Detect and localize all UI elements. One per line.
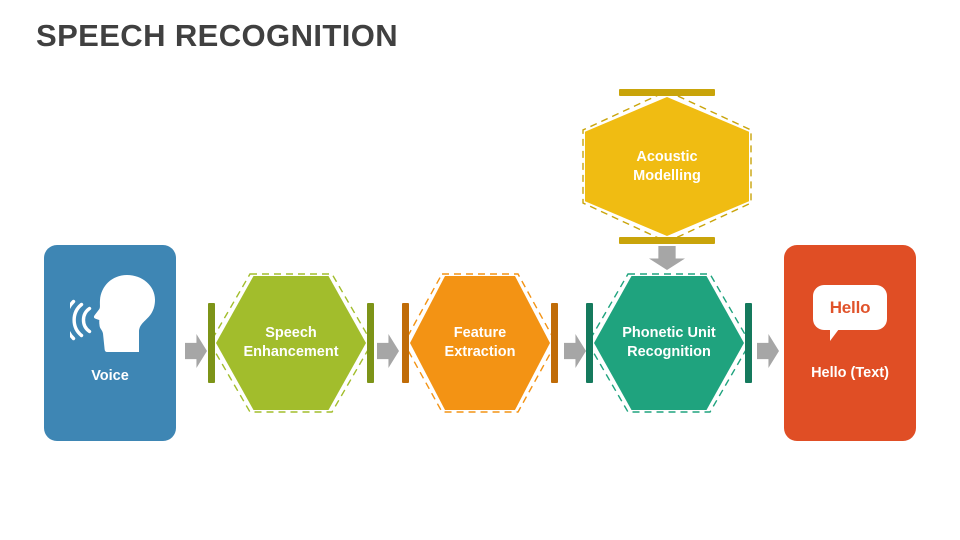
hexagon-left-bar (208, 303, 215, 383)
speech-bubble-icon: Hello (813, 285, 887, 347)
text-output-card[interactable]: Hello Hello (Text) (784, 245, 916, 441)
hexagon-dashed-outline (586, 272, 752, 414)
page-title: SPEECH RECOGNITION (36, 18, 399, 53)
hexagon-right-bar (367, 303, 374, 383)
hexagon-right-bar (745, 303, 752, 383)
hexagon-dashed-outline (208, 272, 374, 414)
hexagon-body-speech-enhancement: Speech Enhancement (216, 276, 366, 410)
stage-label-phonetic-unit-recognition: Phonetic Unit Recognition (622, 325, 716, 360)
arrow-down-icon-acoustic-to-phonetic (649, 246, 685, 270)
voice-card-label: Voice (91, 368, 129, 384)
stage-label-speech-enhancement: Speech Enhancement (243, 325, 339, 360)
speech-bubble-tail (830, 329, 844, 341)
stage-phonetic-unit-recognition[interactable]: Phonetic Unit Recognition (586, 272, 752, 414)
arrow-right-icon-feature-to-phonetic (564, 334, 586, 368)
hexagon-left-bar (402, 303, 409, 383)
arrow-right-icon-voice-to-speech (185, 334, 207, 368)
hexagon-right-bar (551, 303, 558, 383)
speaking-head-icon (70, 273, 162, 359)
voice-input-card[interactable]: Voice (44, 245, 176, 441)
speech-bubble-body: Hello (813, 285, 887, 330)
hexagon-top-bar (618, 89, 716, 96)
arrow-right-icon-phonetic-to-text (757, 334, 779, 368)
speech-bubble-text: Hello (829, 297, 871, 317)
stage-label-feature-extraction: Feature Extraction (444, 325, 516, 360)
text-card-label: Hello (Text) (811, 365, 889, 381)
hexagon-left-bar (586, 303, 593, 383)
stage-speech-enhancement[interactable]: Speech Enhancement (208, 272, 374, 414)
stage-label-acoustic-modelling: Acoustic Modelling (633, 148, 701, 184)
arrow-right-icon-speech-to-feature (377, 334, 399, 368)
hexagon-body-phonetic-unit-recognition: Phonetic Unit Recognition (594, 276, 744, 410)
stage-feature-extraction[interactable]: Feature Extraction (402, 272, 558, 414)
hexagon-bottom-bar (618, 237, 716, 244)
stage-acoustic-modelling[interactable]: Acoustic Modelling (581, 89, 753, 244)
